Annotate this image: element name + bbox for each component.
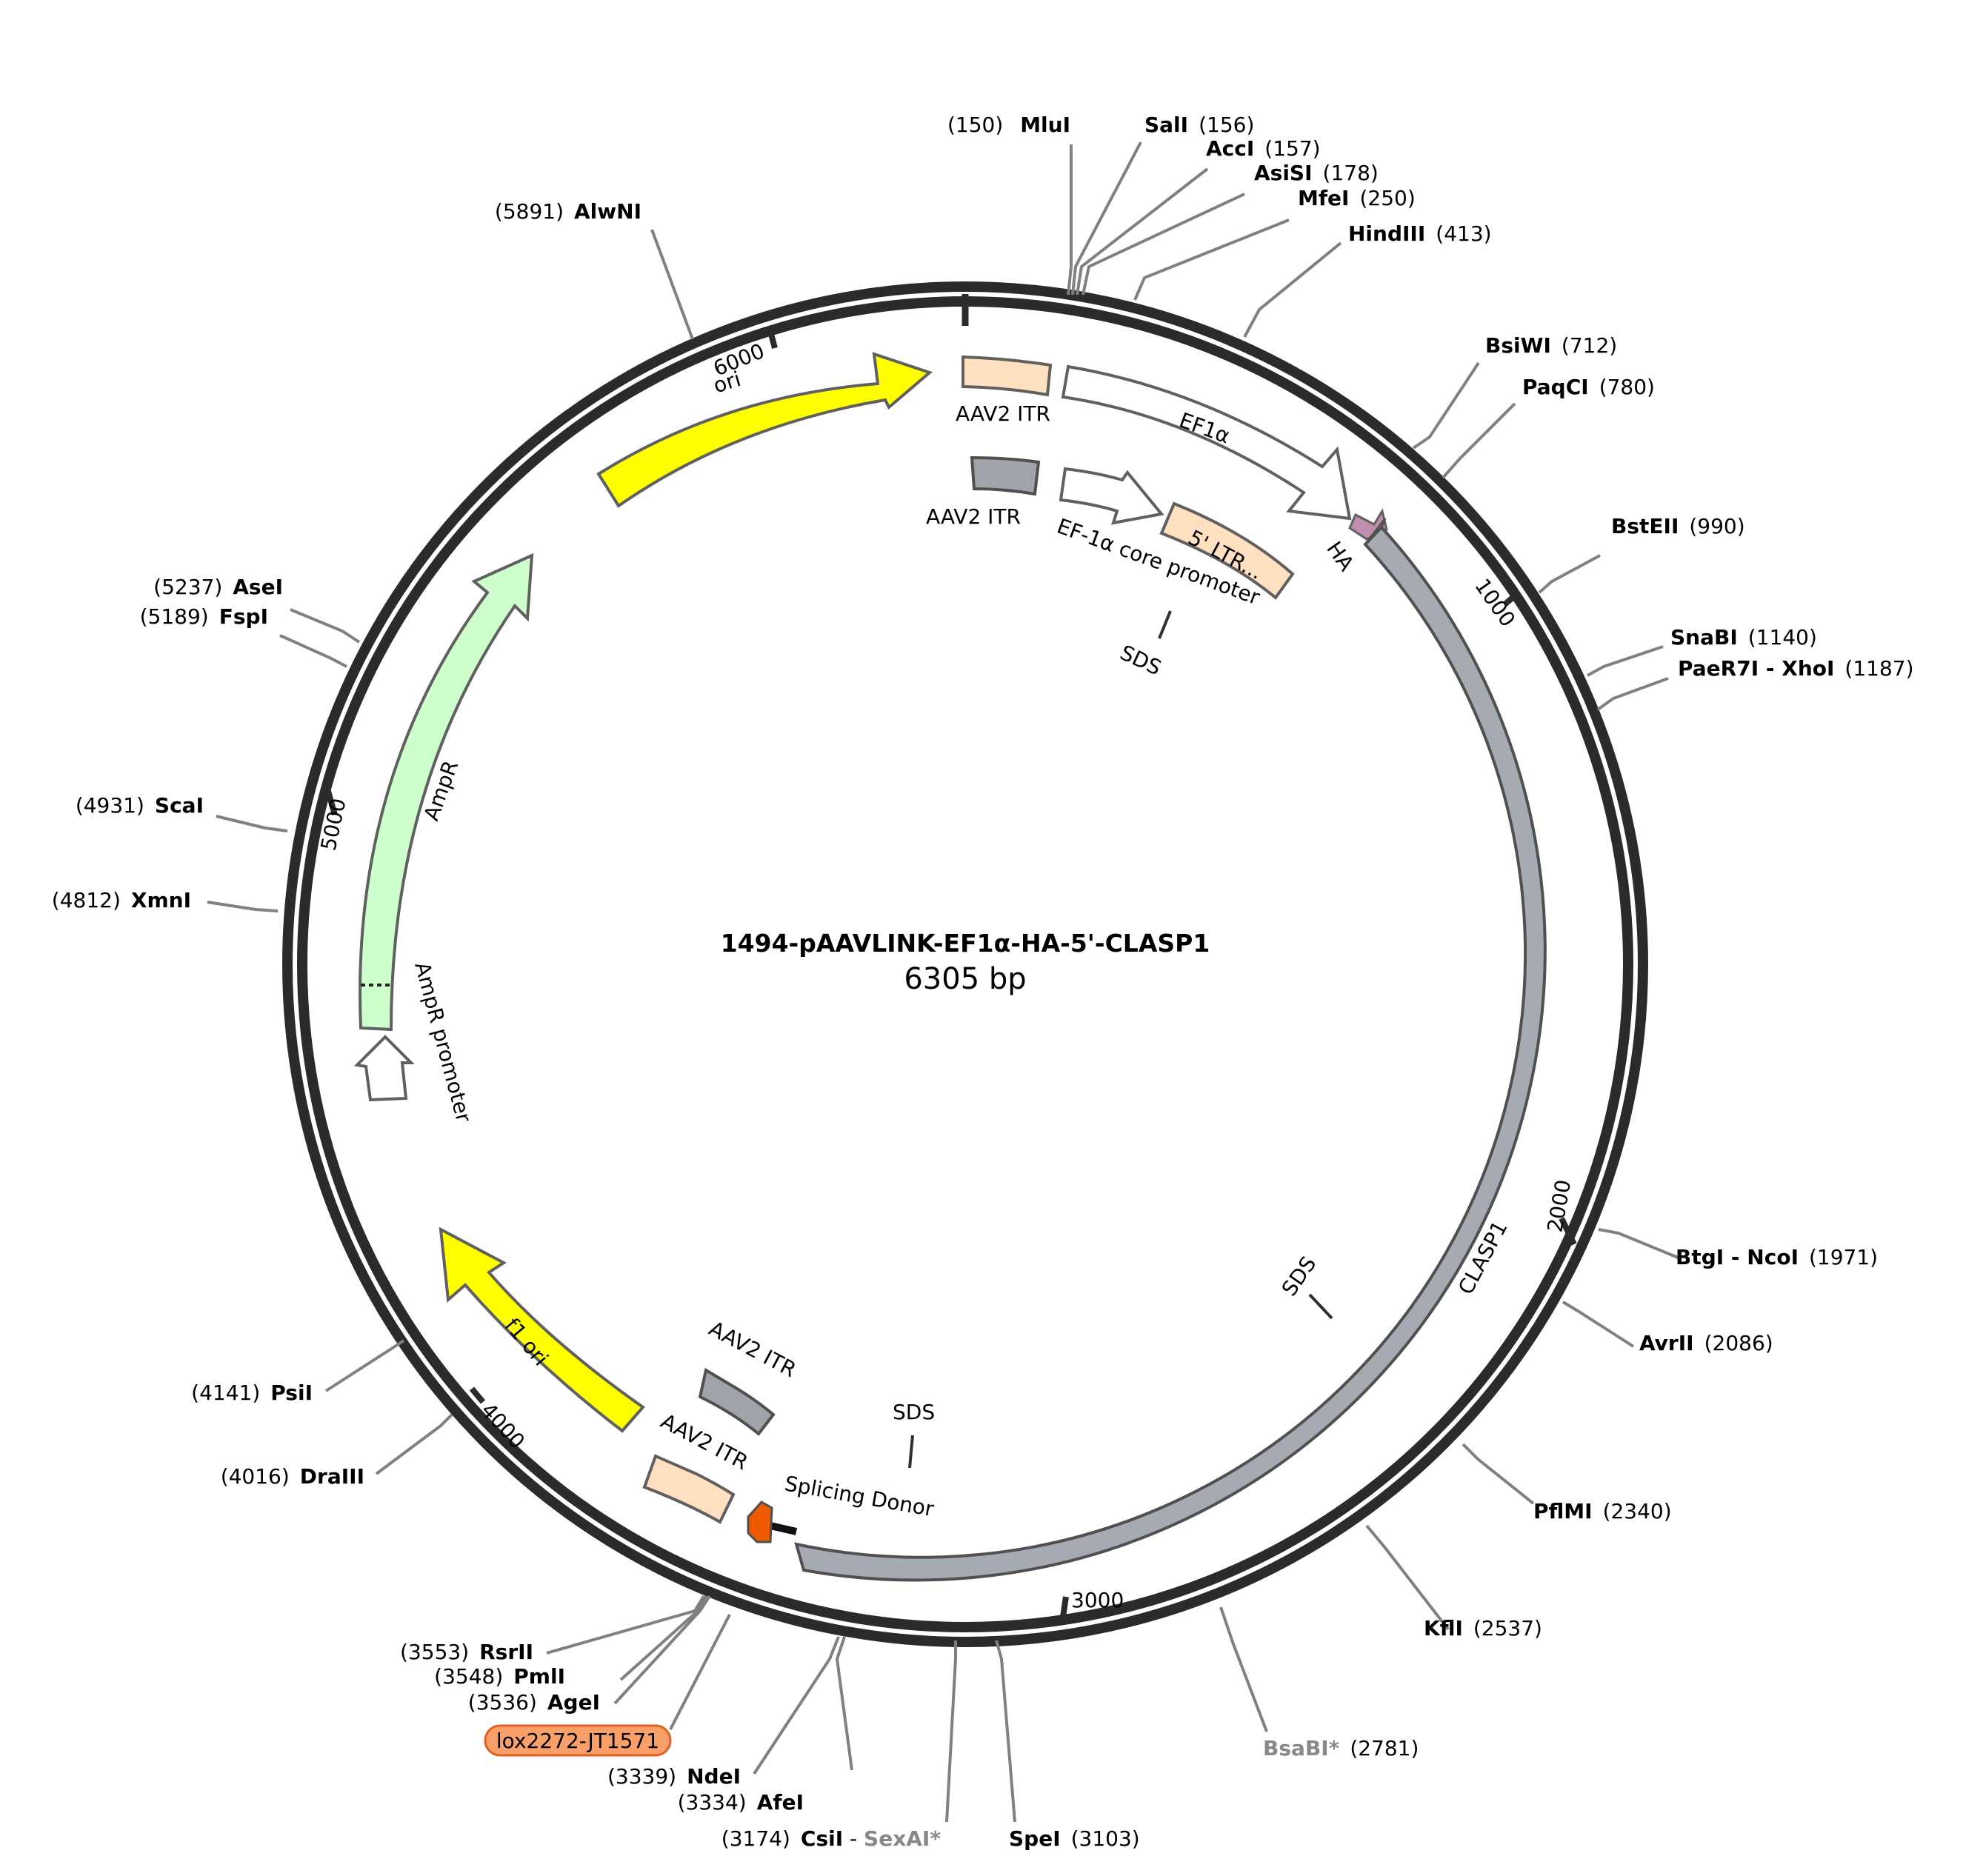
enzyme-paqci: PaqCI(780) [1522,375,1655,399]
enzyme-btgi-ncoi: BtgI - NcoI(1971) [1676,1245,1878,1269]
feature-ef1a-core-promoter[interactable] [1059,467,1164,525]
label-sds-2: SDS [1277,1252,1322,1301]
enzyme-ndei: (3339)NdeI [607,1764,741,1789]
sds-mark-2 [1308,1293,1333,1320]
tick-2000: 2000 [1542,1178,1577,1246]
sds-mark-3 [908,1435,914,1469]
enzyme-pmli: (3548)PmlI [434,1664,565,1689]
enzyme-avrii: AvrII(2086) [1639,1331,1773,1355]
enzyme-sali: SalI(156) [1144,113,1254,137]
feature-5-ltr[interactable] [1159,501,1295,600]
feature-ampr[interactable] [359,553,534,1032]
enzyme-bsiwi: BsiWI(712) [1485,333,1617,358]
feature-ef1a[interactable] [1061,364,1352,521]
label-sds-1: SDS [1116,640,1165,680]
plasmid-size: 6305 bp [904,962,1026,996]
label-ha: HA [1322,537,1359,575]
label-aav2-itr-2: AAV2 ITR [926,504,1021,529]
label-ampr-promoter: AmpR promoter [410,959,476,1125]
enzyme-spei: SpeI(3103) [1009,1826,1140,1851]
label-splicing-donor: Splicing Donor [783,1471,936,1521]
enzyme-mlui: (150) MluI [947,113,1070,137]
enzyme-fspi: (5189)FspI [140,604,268,629]
enzyme-paer7i-xhoi: PaeR7I - XhoI(1187) [1678,656,1914,681]
enzyme-scai: (4931)ScaI [76,793,204,818]
plasmid-name: 1494-pAAVLINK-EF1α-HA-5'-CLASP1 [721,929,1210,958]
enzyme-asisi: AsiSI(178) [1254,161,1379,185]
enzyme-pflmi: PflMI(2340) [1533,1499,1672,1523]
enzyme-bsteii: BstEII(990) [1611,514,1745,538]
enzyme-bsabi: BsaBI*(2781) [1263,1736,1419,1760]
enzyme-acci: AccI(157) [1206,136,1321,161]
feature-aav2-itr-2[interactable] [970,455,1041,496]
enzyme-psii: (4141)PsiI [191,1381,313,1405]
enzyme-csii-sexai: (3174)CsiI - SexAI* [721,1826,941,1851]
feature-clasp1[interactable] [794,525,1547,1582]
feature-ori[interactable] [596,352,933,508]
label-aav2-itr-1: AAV2 ITR [956,401,1050,426]
enzyme-snabi: SnaBI(1140) [1670,625,1817,650]
tick-3000: 3000 [1059,1588,1124,1623]
feature-aav2-itr-1[interactable] [961,355,1053,397]
label-sds-3: SDS [893,1400,935,1424]
enzyme-draiii: (4016)DraIII [221,1464,364,1489]
feature-f1-ori[interactable] [439,1226,645,1433]
enzyme-xmni: (4812)XmnI [52,888,191,912]
enzyme-mfei: MfeI(250) [1298,186,1416,210]
feature-aav2-itr-3[interactable] [698,1367,776,1436]
enzyme-rsrii: (3553)RsrII [400,1640,533,1664]
enzyme-leaders [207,141,1682,1823]
feature-ampr-promoter[interactable] [353,1035,415,1102]
enzyme-hindiii: HindIII(413) [1348,221,1492,246]
enzyme-afei: (3334)AfeI [678,1790,804,1815]
label-aav2-itr-3: AAV2 ITR [705,1316,800,1382]
enzyme-asei: (5237)AseI [153,575,283,599]
backbone-outer [282,281,1648,1647]
enzyme-kfli: KflI(2537) [1424,1616,1542,1640]
sds-mark-1 [1158,610,1172,639]
svg-text:3000: 3000 [1071,1588,1124,1612]
feature-splicing-donor[interactable] [747,1501,773,1543]
feature-splicing-donor-line [769,1522,798,1535]
lox-label: lox2272-JT1571 [496,1729,659,1753]
enzyme-alwni: (5891)AlwNI [495,199,641,224]
feature-aav2-itr-4[interactable] [642,1454,736,1524]
lox-badge[interactable]: lox2272-JT1571 [484,1614,731,1757]
enzyme-agei: (3536)AgeI [468,1690,600,1715]
